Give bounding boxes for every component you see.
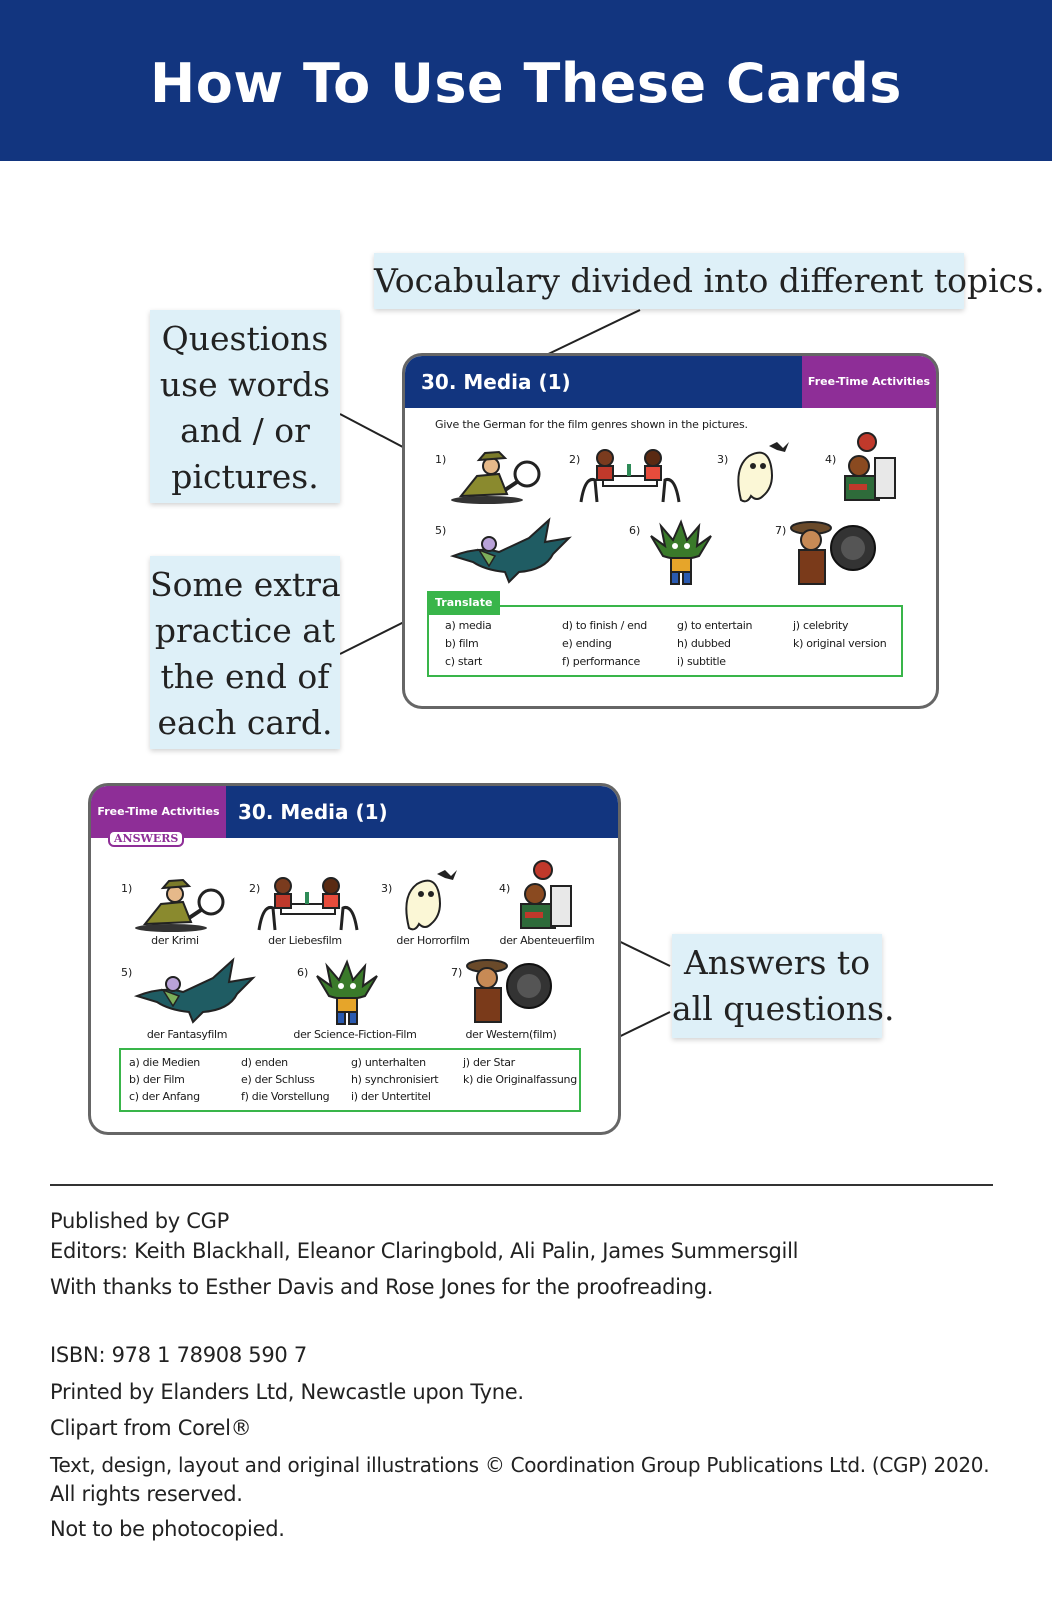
question-card: 30. Media (1) Free-Time Activities Give …: [402, 353, 939, 709]
question-number: 5): [435, 524, 447, 537]
translate-item: d) to finish / end: [562, 619, 647, 632]
translate-item: f) die Vorstellung: [241, 1090, 330, 1103]
translate-item: h) synchronisiert: [351, 1073, 439, 1086]
rights-line: All rights reserved.: [50, 1482, 243, 1506]
translate-item: i) der Untertitel: [351, 1090, 431, 1103]
translate-item: e) der Schluss: [241, 1073, 315, 1086]
callout-line: Vocabulary divided into different topics…: [374, 261, 1045, 300]
callout-extra-practice: Some extra practice at the end of each c…: [150, 556, 341, 749]
translate-item: i) subtitle: [677, 655, 726, 668]
detective-icon: [135, 878, 225, 932]
question-number: 3): [717, 453, 729, 466]
answer-caption: der Fantasyfilm: [146, 1028, 228, 1041]
card-topic-tag: Free-Time Activities: [91, 786, 226, 838]
translate-item: c) der Anfang: [129, 1090, 200, 1103]
question-number: 1): [435, 453, 447, 466]
translate-item: k) original version: [793, 637, 887, 650]
question-number: 4): [825, 453, 837, 466]
footer-divider: [50, 1184, 993, 1186]
answers-badge: ANSWERS: [108, 830, 185, 847]
answer-card: Free-Time Activities 30. Media (1) ANSWE…: [88, 783, 621, 1135]
translate-item: k) die Originalfassung: [463, 1073, 577, 1086]
page-title: How To Use These Cards: [150, 52, 902, 115]
callout-line: the end of: [160, 657, 330, 696]
thanks-line: With thanks to Esther Davis and Rose Jon…: [50, 1275, 714, 1299]
translate-item: f) performance: [562, 655, 640, 668]
translate-item: c) start: [445, 655, 483, 668]
translate-item: h) dubbed: [677, 637, 731, 650]
answers-translate-box: [119, 1048, 581, 1112]
translate-item: g) unterhalten: [351, 1056, 426, 1069]
card-title: 30. Media (1): [421, 370, 571, 394]
translate-item: j) celebrity: [793, 619, 849, 632]
callout-answers: Answers to all questions.: [672, 934, 895, 1038]
callout-line: and / or: [180, 411, 310, 450]
translate-label: Translate: [427, 591, 501, 615]
answer-caption: der Krimi: [151, 934, 199, 947]
adventurers-icon: [844, 432, 896, 501]
callout-line: Answers to: [683, 943, 871, 982]
copyright-line: Text, design, layout and original illust…: [50, 1453, 990, 1477]
callout-vocabulary: Vocabulary divided into different topics…: [374, 253, 1045, 309]
answer-caption: der Western(film): [465, 1028, 557, 1041]
translate-item: b) film: [445, 637, 479, 650]
question-number: 2): [569, 453, 581, 466]
question-number: 3): [381, 882, 393, 895]
photocopy-notice: Not to be photocopied.: [50, 1517, 285, 1541]
question-number: 4): [499, 882, 511, 895]
question-number: 7): [775, 524, 787, 537]
callout-questions: Questions use words and / or pictures.: [150, 310, 340, 503]
alien-icon: [316, 959, 378, 1025]
publisher-line: Published by CGP: [50, 1209, 230, 1233]
cowboy-icon: [790, 521, 876, 585]
callout-line: use words: [159, 365, 331, 404]
dragon-icon: [133, 957, 256, 1024]
couple-dinner-icon: [579, 449, 681, 503]
question-number: 5): [121, 966, 133, 979]
answer-caption: der Science-Fiction-Film: [293, 1028, 417, 1041]
callout-line: each card.: [157, 703, 333, 742]
question-number: 6): [629, 524, 641, 537]
card-title: 30. Media (1): [238, 800, 388, 824]
ghost-icon: [737, 442, 789, 503]
ghost-icon: [405, 870, 457, 931]
translate-box: [427, 605, 903, 677]
translate-item: d) enden: [241, 1056, 288, 1069]
translate-item: g) to entertain: [677, 619, 753, 632]
callout-line: pictures.: [171, 457, 319, 496]
answer-caption: der Abenteuerfilm: [499, 934, 595, 947]
cowboy-icon: [466, 959, 552, 1023]
adventurers-icon: [520, 860, 572, 929]
answer-caption: der Liebesfilm: [268, 934, 342, 947]
question-number: 1): [121, 882, 133, 895]
question-number: 6): [297, 966, 309, 979]
dragon-icon: [449, 517, 572, 584]
translate-item: a) media: [445, 619, 492, 632]
card-topic-tag: Free-Time Activities: [802, 356, 936, 408]
printer-line: Printed by Elanders Ltd, Newcastle upon …: [50, 1380, 524, 1404]
couple-dinner-icon: [257, 877, 359, 931]
translate-item: b) der Film: [129, 1073, 185, 1086]
callout-line: practice at: [154, 611, 336, 650]
isbn-line: ISBN: 978 1 78908 590 7: [50, 1343, 307, 1367]
clipart-line: Clipart from Corel®: [50, 1416, 252, 1440]
question-number: 7): [451, 966, 463, 979]
answer-caption: der Horrorfilm: [396, 934, 470, 947]
alien-icon: [650, 519, 712, 585]
translate-item: e) ending: [562, 637, 612, 650]
card-instruction: Give the German for the film genres show…: [435, 418, 748, 431]
translate-item: a) die Medien: [129, 1056, 200, 1069]
callout-line: Some extra: [150, 565, 341, 604]
question-number: 2): [249, 882, 261, 895]
page-header: How To Use These Cards: [0, 0, 1052, 161]
callout-line: Questions: [161, 319, 329, 358]
detective-icon: [451, 450, 541, 504]
editors-line: Editors: Keith Blackhall, Eleanor Clarin…: [50, 1239, 799, 1263]
translate-item: j) der Star: [463, 1056, 515, 1069]
callout-line: all questions.: [672, 989, 895, 1028]
